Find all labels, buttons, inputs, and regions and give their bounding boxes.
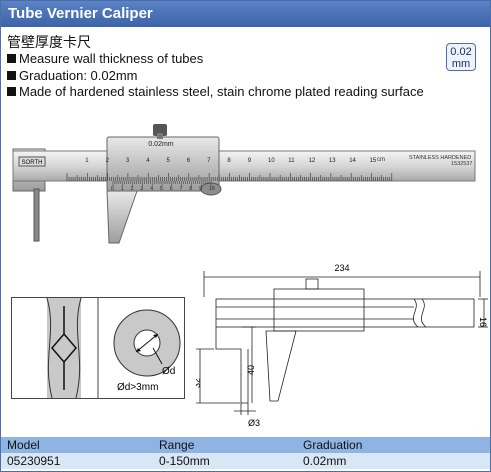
dim-length: 234 [334,263,349,273]
vernier-number: 4 [150,186,153,192]
scale-number: 8 [227,158,231,164]
dim-width: 16 [478,317,488,327]
moving-jaw [106,190,138,244]
vernier-label: 0.02mm [148,141,173,148]
graduation-badge: 0.02 mm [446,43,476,71]
unit-label: cm [377,157,385,163]
needle-tip [33,188,40,242]
feature-item: Made of hardened stainless steel, stain … [7,84,424,101]
chinese-title: 管壁厚度卡尺 [7,34,91,50]
spec-header-row: Model Range Graduation [1,437,490,453]
scale-number: 15 [370,158,377,164]
scale-number: 14 [349,158,356,164]
header-graduation: Graduation [297,437,490,453]
vernier-number: 10 [209,186,215,192]
stainless-label: STAINLESS HARDENED [409,155,471,161]
vernier-number: 0 [111,186,114,192]
vernier-ticks [112,181,212,186]
scale-number: 12 [309,158,316,164]
badge-unit: mm [451,58,471,70]
brand-label: SORTH [22,160,43,166]
scale-number: 4 [146,158,150,164]
main-scale-ticks [66,173,393,181]
vernier-number: 2 [131,186,134,192]
vernier-number: 8 [189,186,192,192]
usage-inset: Ød Ød>3mm [11,297,185,399]
vernier-number: 6 [170,186,173,192]
dim-depth-32: 32 [196,378,202,388]
scale-number: 5 [167,158,171,164]
scale-number: 13 [329,158,336,164]
main-beam [12,150,476,182]
spec-table: Model Range Graduation 05230951 0-150mm … [1,437,490,469]
scale-number: 9 [248,158,252,164]
scale-number: 6 [187,158,191,164]
vernier-number: 5 [160,186,163,192]
feature-item: Measure wall thickness of tubes [7,51,424,68]
scale-number: 7 [207,158,211,164]
vernier-number: 3 [140,186,143,192]
scale-number: 1 [85,158,89,164]
cell-graduation: 0.02mm [297,453,490,469]
cell-model: 05230951 [1,453,153,469]
header-range: Range [153,437,297,453]
technical-drawing: 234 16 32 40 Ø3 [196,263,488,428]
vernier-number: 1 [121,186,124,192]
dim-depth-40: 40 [246,365,256,375]
inset-d-label: Ød [162,366,175,377]
page-title: Tube Vernier Caliper [1,1,490,27]
vernier-number: 7 [180,186,183,192]
scale-number: 11 [288,158,295,164]
scale-number: 10 [268,158,275,164]
inset-condition: Ød>3mm [117,382,158,393]
cell-range: 0-150mm [153,453,297,469]
feature-item: Graduation: 0.02mm [7,68,424,85]
scale-number: 2 [106,158,110,164]
serial-label: 1532537 [451,161,472,167]
thumb-screw [153,124,167,136]
vernier-number: 9 [199,186,202,192]
table-row: 05230951 0-150mm 0.02mm [1,453,490,469]
badge-value: 0.02 [450,46,472,58]
scale-number: 3 [126,158,130,164]
feature-list: Measure wall thickness of tubes Graduati… [7,51,424,101]
header-model: Model [1,437,153,453]
dim-tip: Ø3 [248,418,260,428]
